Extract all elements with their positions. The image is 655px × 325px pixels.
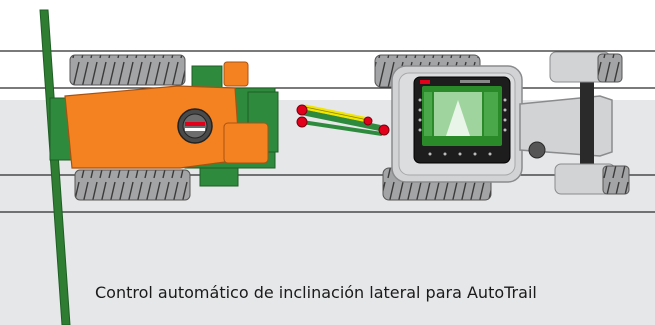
- sprayer-right-box: [223, 122, 269, 164]
- sprayer-tire-top: [69, 54, 186, 86]
- boom-arm: [39, 9, 71, 325]
- sprayer-top-box: [223, 61, 249, 87]
- sprayer-tire-bottom: [74, 169, 191, 201]
- field-lines: [0, 50, 655, 213]
- hydraulic-joint: [363, 116, 373, 126]
- hydraulic-joint: [296, 116, 308, 128]
- tractor-icon: [374, 51, 630, 201]
- steering-knob: [528, 141, 546, 159]
- hydraulic-joint: [378, 124, 390, 136]
- tractor-front-axle: [580, 82, 594, 170]
- diagram-caption: Control automático de inclinación latera…: [95, 283, 537, 302]
- control-terminal-icon: [413, 76, 511, 164]
- sprayer-tank: [64, 85, 241, 169]
- hydraulic-cylinder-icon: [296, 104, 390, 136]
- trailed-sprayer-icon: [49, 54, 279, 201]
- hydraulic-joint: [296, 104, 308, 116]
